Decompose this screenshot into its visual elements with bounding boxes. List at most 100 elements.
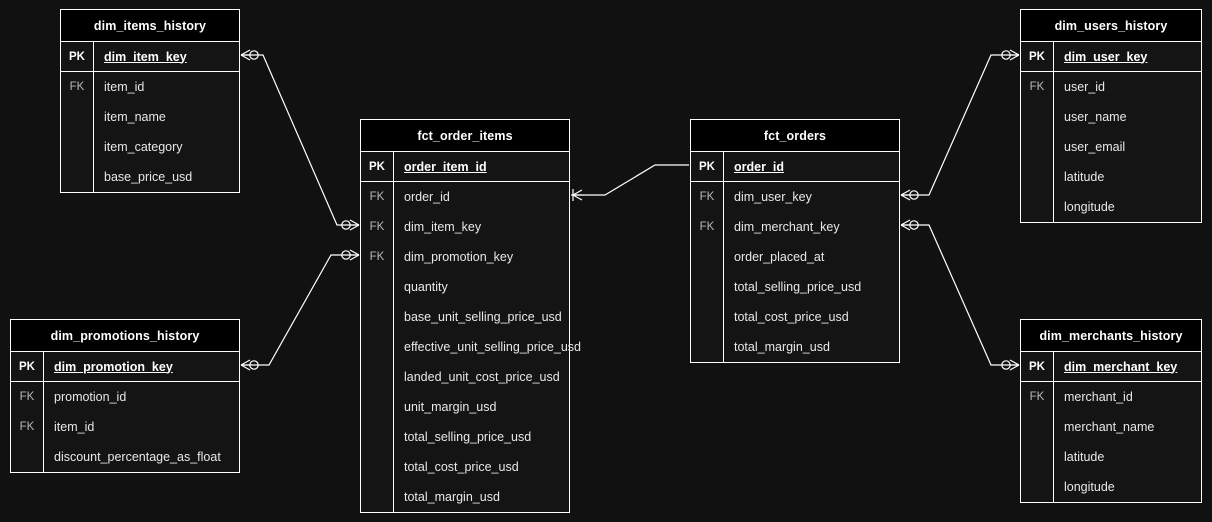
field-key-label: FK: [361, 212, 394, 242]
field-name-label: order_id: [404, 190, 450, 204]
field-row: base_unit_selling_price_usd: [361, 302, 569, 332]
pk-field-row: PK dim_merchant_key: [1021, 352, 1201, 382]
relationship-items-to-order-items: [240, 49, 360, 231]
field-row: longitude: [1021, 192, 1201, 222]
field-key-label: [1021, 412, 1054, 442]
field-key-label: [1021, 192, 1054, 222]
field-name-label: promotion_id: [54, 390, 127, 404]
relationship-orders-to-merchants: [900, 219, 1020, 371]
field-row: base_price_usd: [61, 162, 239, 192]
field-row: FK item_id: [61, 72, 239, 102]
field-name-label: total_selling_price_usd: [734, 280, 862, 294]
relationship-line: [241, 54, 359, 226]
field-row: total_selling_price_usd: [361, 422, 569, 452]
field-name-label: dim_item_key: [104, 49, 187, 64]
field-name-label: item_id: [54, 420, 95, 434]
field-name-label: dim_user_key: [1064, 49, 1148, 64]
field-name-label: dim_promotion_key: [54, 359, 173, 374]
field-name-label: order_item_id: [404, 159, 487, 174]
relationship-line: [241, 254, 359, 366]
field-row: user_email: [1021, 132, 1201, 162]
field-key-label: FK: [1021, 382, 1054, 412]
field-key-label: FK: [361, 242, 394, 272]
field-key-label: FK: [11, 382, 44, 412]
field-name-label: total_selling_price_usd: [404, 430, 532, 444]
field-key-label: FK: [691, 182, 724, 212]
field-row: unit_margin_usd: [361, 392, 569, 422]
field-name-label: item_id: [104, 80, 145, 94]
field-key-label: [1021, 102, 1054, 132]
field-key-label: [361, 482, 394, 512]
field-key-label: PK: [61, 42, 94, 71]
pk-field-row: PK dim_user_key: [1021, 42, 1201, 72]
field-key-label: PK: [1021, 352, 1054, 381]
field-name-label: latitude: [1064, 450, 1105, 464]
field-key-label: [691, 332, 724, 362]
field-name-label: effective_unit_selling_price_usd: [404, 340, 581, 354]
field-name-label: item_name: [104, 110, 166, 124]
relationship-orders-to-users: [900, 49, 1020, 201]
field-key-label: FK: [1021, 72, 1054, 102]
field-key-label: [1021, 132, 1054, 162]
field-row: total_margin_usd: [691, 332, 899, 362]
field-key-label: FK: [691, 212, 724, 242]
field-name-label: longitude: [1064, 480, 1115, 494]
field-key-label: [1021, 162, 1054, 192]
field-key-label: FK: [361, 182, 394, 212]
field-name-label: discount_percentage_as_float: [54, 450, 221, 464]
field-key-label: [691, 242, 724, 272]
pk-field-row: PK dim_item_key: [61, 42, 239, 72]
pk-field-row: PK order_id: [691, 152, 899, 182]
field-row: longitude: [1021, 472, 1201, 502]
field-key-label: PK: [1021, 42, 1054, 71]
field-key-label: [361, 302, 394, 332]
field-row: merchant_name: [1021, 412, 1201, 442]
entity-title: dim_merchants_history: [1021, 320, 1201, 352]
field-name-label: latitude: [1064, 170, 1105, 184]
field-row: FK order_id: [361, 182, 569, 212]
entity-title: dim_users_history: [1021, 10, 1201, 42]
field-name-label: total_margin_usd: [734, 340, 830, 354]
field-key-label: [61, 132, 94, 162]
field-name-label: dim_merchant_key: [1064, 359, 1178, 374]
field-name-label: total_cost_price_usd: [734, 310, 849, 324]
field-key-label: PK: [691, 152, 724, 181]
field-name-label: item_category: [104, 140, 183, 154]
field-name-label: user_id: [1064, 80, 1105, 94]
field-key-label: FK: [11, 412, 44, 442]
field-row: latitude: [1021, 442, 1201, 472]
field-row: item_name: [61, 102, 239, 132]
field-key-label: [691, 272, 724, 302]
field-name-label: merchant_id: [1064, 390, 1133, 404]
field-key-label: [361, 452, 394, 482]
field-name-label: dim_promotion_key: [404, 250, 514, 264]
relationship-line: [901, 54, 1019, 196]
field-name-label: user_name: [1064, 110, 1127, 124]
field-key-label: FK: [61, 72, 94, 102]
relationship-order-items-to-orders: [571, 164, 689, 201]
field-row: effective_unit_selling_price_usd: [361, 332, 581, 362]
field-row: FK promotion_id: [11, 382, 239, 412]
field-name-label: base_unit_selling_price_usd: [404, 310, 562, 324]
field-row: item_category: [61, 132, 239, 162]
field-row: order_placed_at: [691, 242, 899, 272]
field-row: user_name: [1021, 102, 1201, 132]
relationship-line: [571, 164, 689, 196]
field-key-label: [691, 302, 724, 332]
field-name-label: unit_margin_usd: [404, 400, 497, 414]
field-name-label: order_id: [734, 159, 785, 174]
field-name-label: landed_unit_cost_price_usd: [404, 370, 560, 384]
field-row: total_cost_price_usd: [691, 302, 899, 332]
